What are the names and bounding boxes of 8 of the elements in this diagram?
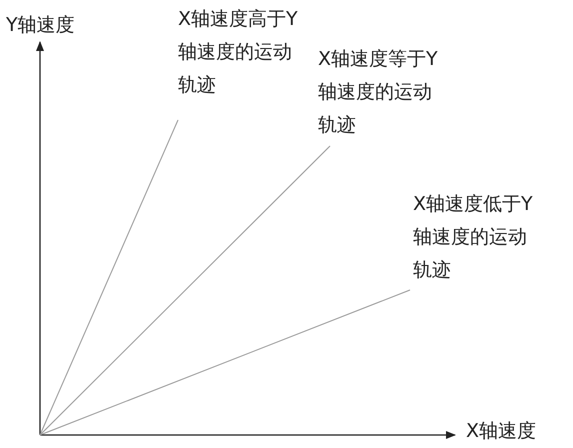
trajectory-label: X轴速度低于Y轴速度的运动轨迹 xyxy=(413,188,543,287)
trajectory-label: X轴速度等于Y轴速度的运动轨迹 xyxy=(318,43,448,142)
trajectory-line xyxy=(40,146,330,436)
trajectory-line xyxy=(40,120,178,436)
trajectory-line xyxy=(40,290,410,436)
axis-label: X轴速度 xyxy=(466,419,536,444)
trajectory-label: X轴速度高于Y轴速度的运动轨迹 xyxy=(178,3,308,102)
axis-label: Y轴速度 xyxy=(6,13,75,38)
